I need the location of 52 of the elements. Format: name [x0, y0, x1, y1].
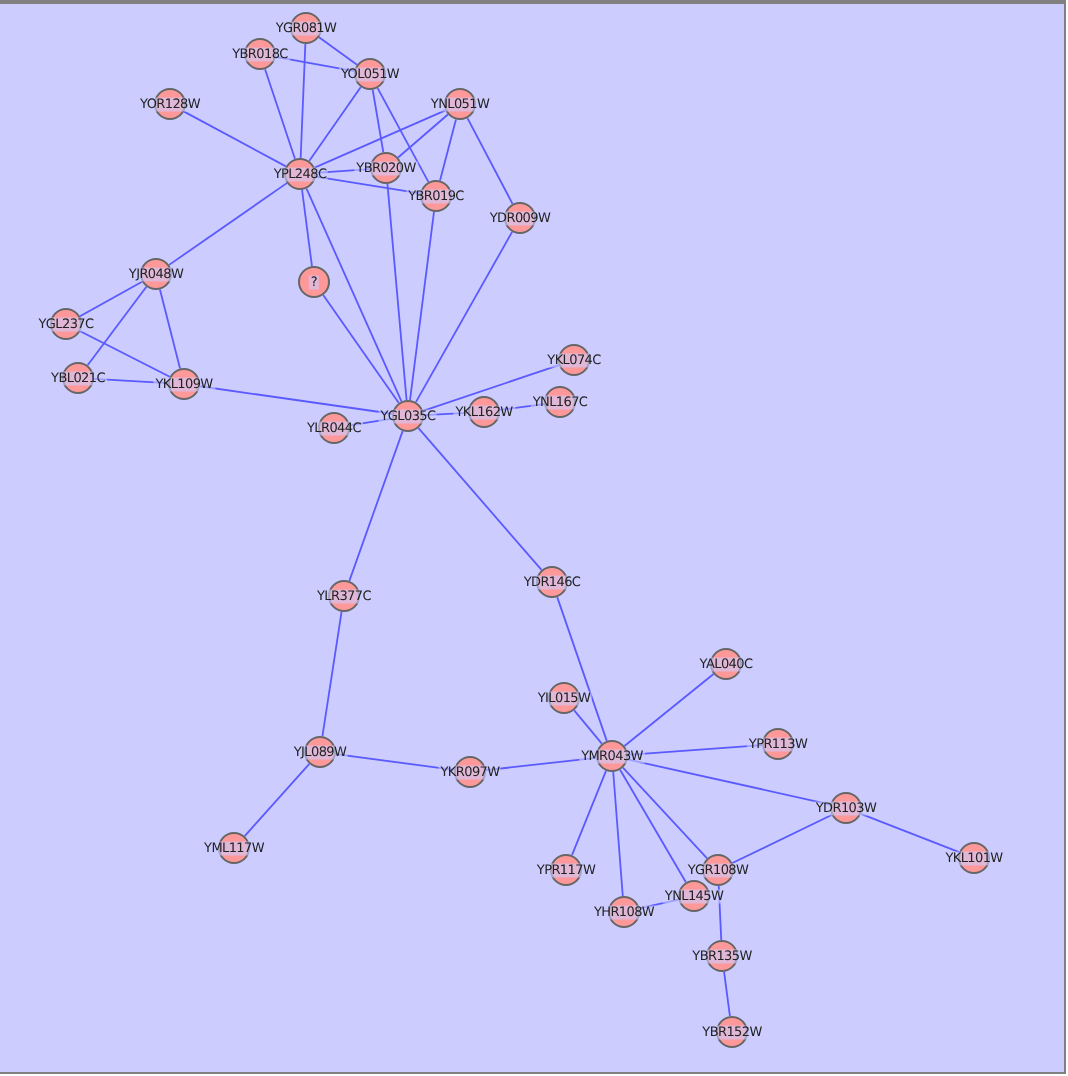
connector-line: [619, 768, 687, 884]
connector-line: [422, 364, 560, 412]
connector-line: [376, 87, 430, 183]
connector-line: [159, 288, 181, 370]
connector-line: [322, 294, 400, 404]
connector-line: [314, 175, 422, 195]
connector-line: [318, 36, 358, 66]
connector-line: [723, 970, 731, 1018]
connector-line: [717, 885, 723, 941]
connector-line: [571, 769, 607, 857]
connector-line: [638, 898, 680, 910]
connector-line: [315, 168, 371, 174]
connector-line: [243, 763, 311, 837]
connector-line: [627, 744, 763, 756]
connector-line: [348, 417, 394, 427]
connector-line: [439, 118, 457, 182]
connector-line: [623, 673, 715, 747]
connector-line: [274, 55, 356, 73]
connector-line: [301, 188, 313, 268]
connector-line: [573, 709, 603, 745]
connector-line: [371, 88, 385, 154]
connector-line: [423, 411, 469, 417]
connector-line: [556, 596, 608, 742]
connector-line: [417, 427, 543, 571]
connector-line: [198, 385, 394, 415]
connector-line: [348, 430, 404, 582]
connector-line: [86, 285, 148, 367]
connector-line: [415, 231, 513, 403]
connector-line: [409, 210, 435, 402]
connector-line: [612, 771, 624, 897]
connector-line: [334, 753, 456, 771]
connector-line: [183, 110, 287, 168]
connector-line: [313, 109, 447, 169]
connector-line: [397, 113, 449, 159]
connector-line: [93, 378, 169, 384]
connector-line: [466, 117, 514, 205]
connector-line: [79, 280, 143, 318]
connector-line: [264, 68, 296, 160]
connector-line: [622, 766, 708, 860]
connector-line: [386, 183, 408, 401]
connector-line: [860, 812, 960, 854]
connector-line: [308, 86, 362, 162]
connector-line: [79, 330, 171, 378]
connector-line: [498, 403, 546, 411]
connector-line: [168, 182, 288, 266]
connector-line: [485, 756, 597, 772]
gene-node: [298, 266, 330, 298]
connector-line: [321, 610, 343, 738]
connector-line: [299, 43, 307, 159]
connector-line: [626, 758, 832, 806]
connector-line: [731, 814, 833, 864]
connector-line: [305, 187, 403, 403]
